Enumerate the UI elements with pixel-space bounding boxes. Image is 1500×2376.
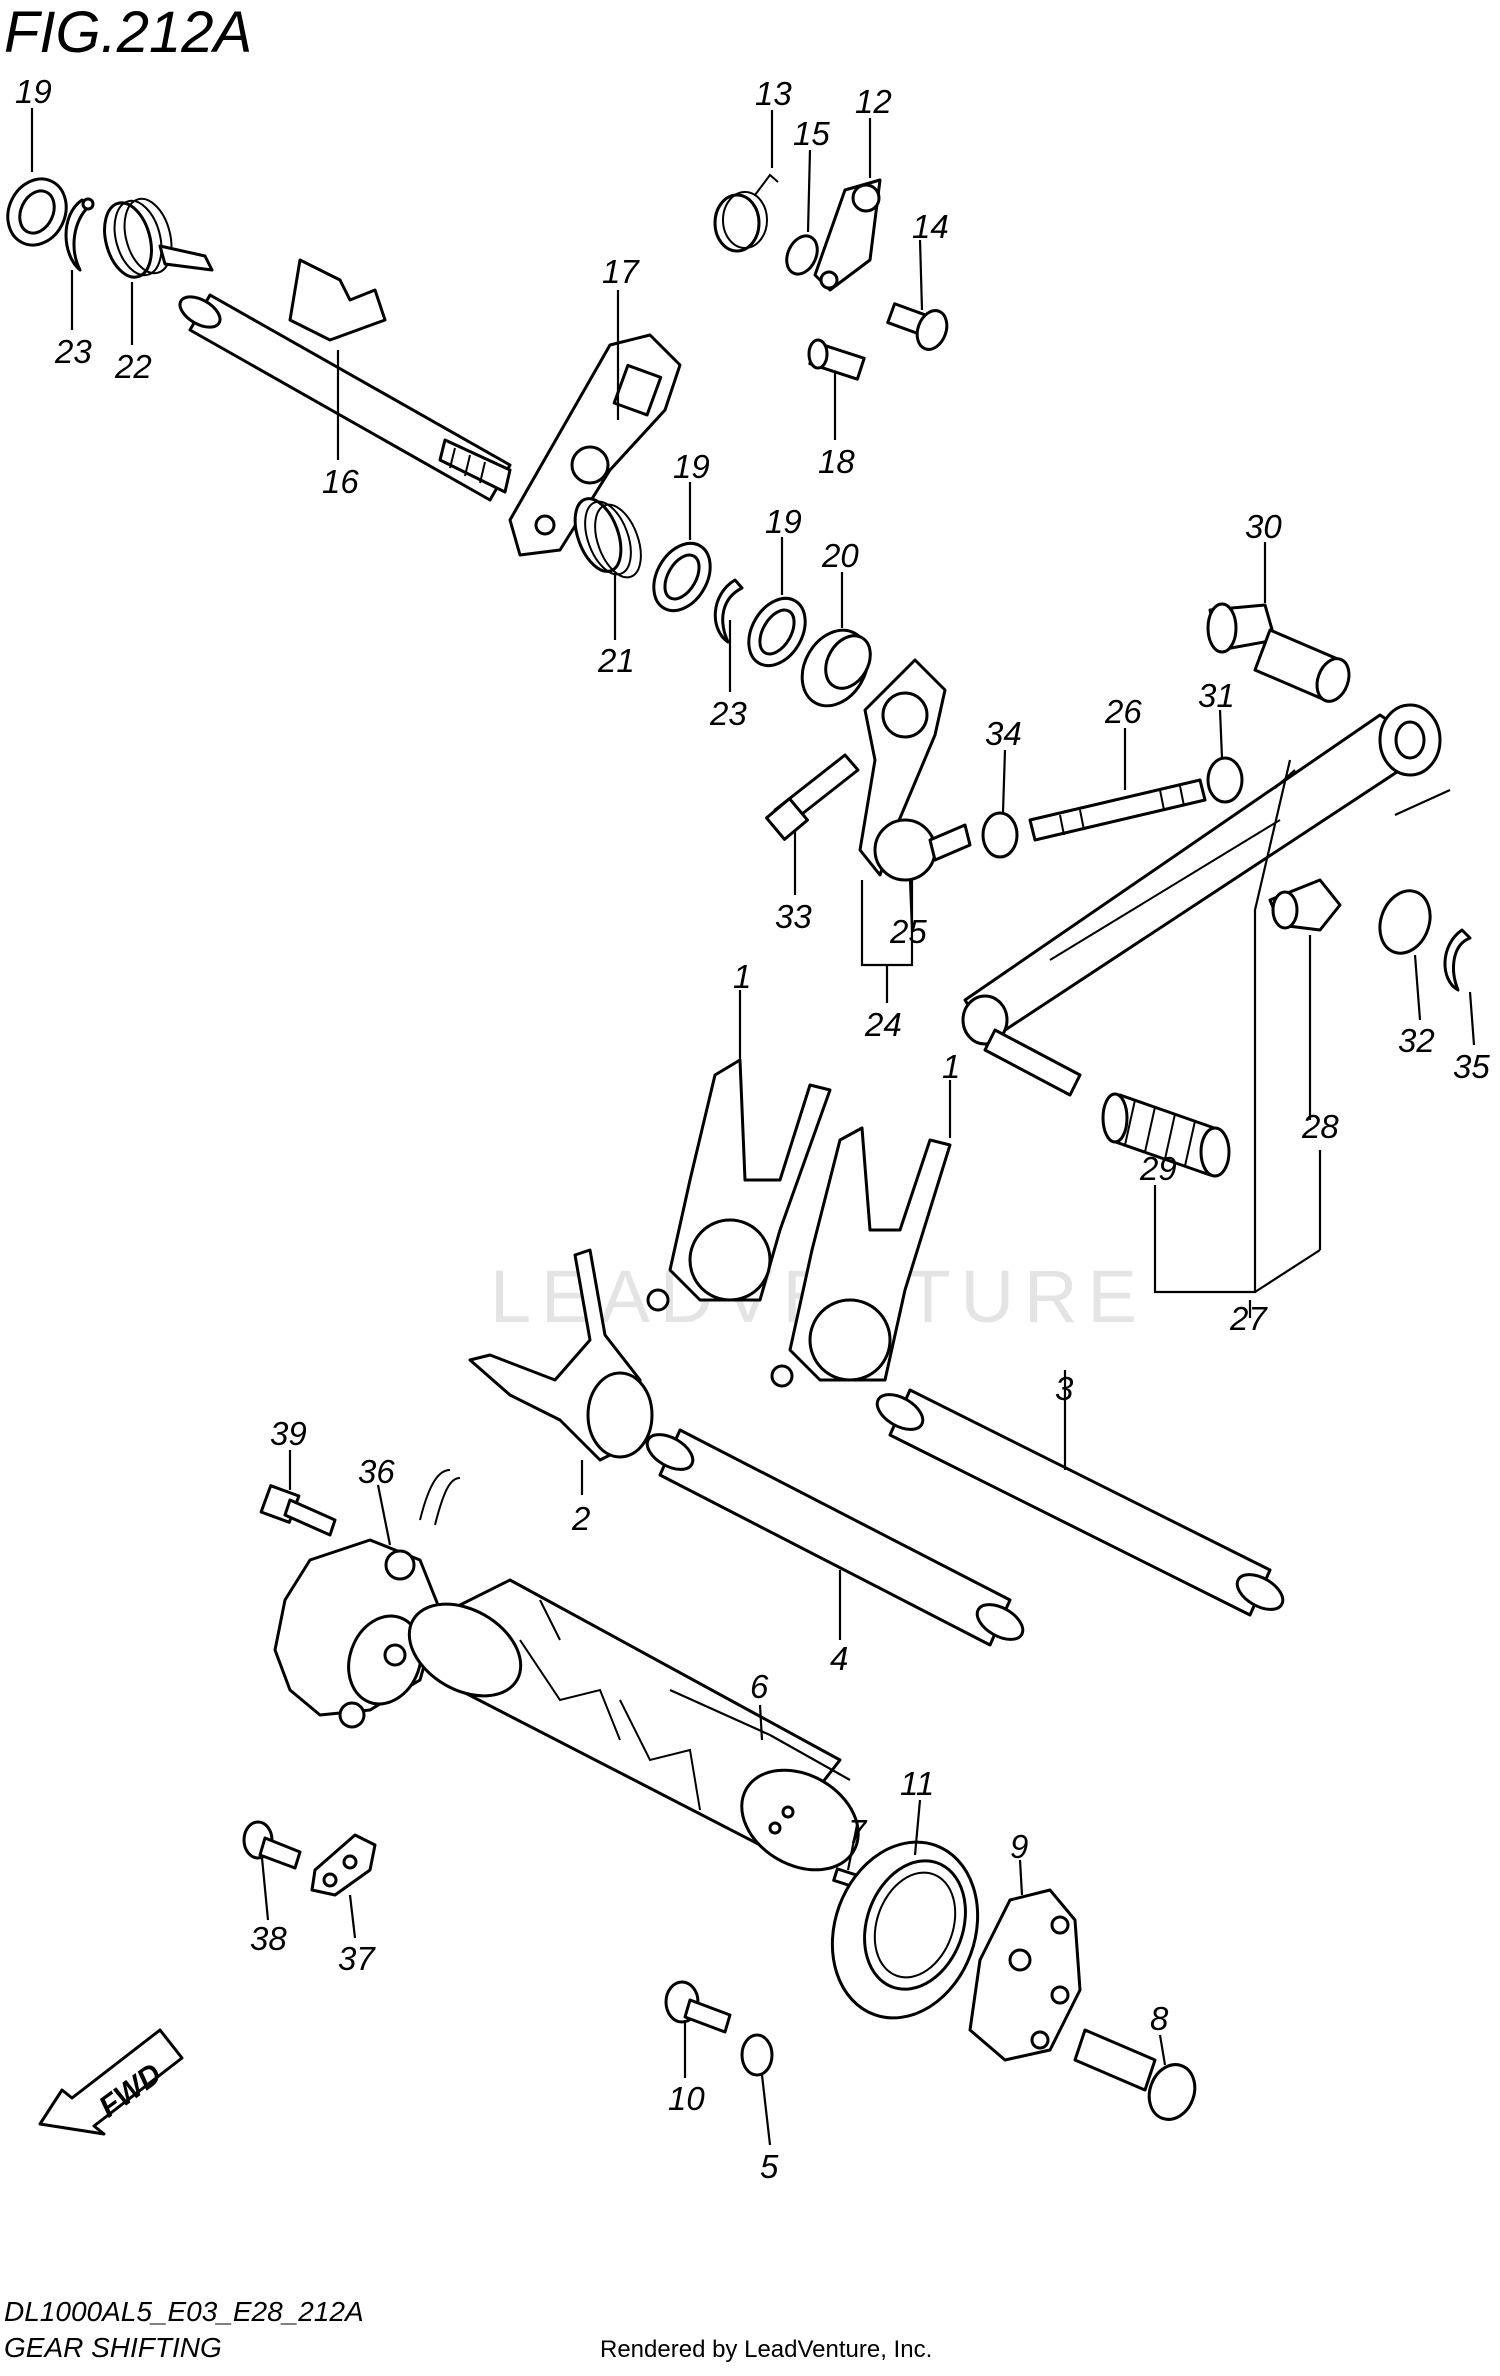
callout-label: 1: [942, 1048, 960, 1085]
callout-label: 1: [733, 958, 751, 995]
figure-title: FIG.212A: [4, 0, 252, 65]
fork-shaft-icon: [645, 1428, 1025, 1647]
callout-label: 17: [602, 253, 640, 290]
bolt-icon: [259, 1484, 337, 1537]
callout-label: 28: [1301, 1108, 1339, 1145]
return-spring-icon: [103, 197, 214, 279]
callout-label: 37: [338, 1940, 376, 1977]
tie-rod-icon: [1028, 778, 1207, 842]
callout-label: 13: [755, 75, 792, 112]
fork-shaft-icon: [875, 1388, 1285, 1617]
callout-label: 31: [1198, 677, 1235, 714]
bolt-icon: [886, 302, 949, 351]
bolt-icon: [242, 1820, 302, 1870]
spring-icon: [573, 497, 642, 579]
gearshift-cam-icon: [407, 1578, 860, 1872]
callout-label: 19: [15, 73, 52, 110]
small-washer-icon: [785, 234, 819, 276]
leader-lines: [30, 108, 1476, 2146]
circlip-icon: [713, 578, 744, 644]
bolt-icon: [664, 1980, 732, 2034]
callout-label: 14: [912, 208, 949, 245]
callout-label: 34: [985, 715, 1022, 752]
washer-icon: [6, 177, 68, 247]
callout-label: 29: [1139, 1150, 1177, 1187]
circlip-icon: [1443, 928, 1472, 992]
cam-stopper-bolt-icon: [1073, 2028, 1197, 2121]
callout-label: 18: [818, 443, 855, 480]
cam-stopper-plate-icon: [968, 1888, 1082, 2062]
callout-label: 23: [54, 333, 92, 370]
washer-icon: [747, 596, 807, 668]
torsion-spring-icon: [713, 173, 779, 253]
model-code: DL1000AL5_E03_E28_212A: [4, 2296, 364, 2327]
forward-arrow-icon: FWD: [38, 2028, 184, 2136]
washer-icon: [740, 2033, 774, 2077]
callout-label: 8: [1150, 2000, 1169, 2037]
oil-seal-icon: [800, 628, 872, 708]
callout-label: 20: [821, 537, 859, 574]
callout-label: 36: [358, 1453, 395, 1490]
gearshift-shaft-icon: [178, 258, 512, 502]
shift-fork-icon: [468, 1248, 654, 1462]
callout-label: 38: [250, 1920, 287, 1957]
callout-label: 16: [322, 463, 359, 500]
callout-label: 35: [1453, 1048, 1490, 1085]
shift-fork-icon: [770, 1126, 952, 1388]
gearshift-lever-icon: [961, 703, 1442, 1097]
lever-rubber-icon: [1101, 1092, 1231, 1178]
callout-label: 2: [571, 1500, 590, 1537]
gearshift-arm-icon: [508, 333, 682, 557]
callout-label: 6: [750, 1668, 769, 1705]
callout-label: 33: [775, 898, 812, 935]
callout-labels: 1 1 2 3 4 5 6 7 8 9 10 11 12 13 14 15 16…: [15, 73, 1490, 2185]
lever-pin-icon: [1268, 878, 1342, 932]
callout-label: 3: [1055, 1370, 1074, 1407]
callout-label: 5: [760, 2148, 779, 2185]
callout-label: 32: [1398, 1022, 1435, 1059]
callout-label: 11: [900, 1765, 934, 1802]
link-rod-icon: [813, 178, 882, 292]
callout-label: 15: [793, 115, 830, 152]
bolt-icon: [765, 753, 860, 841]
callout-label: 22: [114, 348, 152, 385]
callout-label: 23: [709, 695, 747, 732]
callout-label: 21: [597, 642, 635, 679]
bearing-icon: [830, 1840, 980, 2020]
callout-label: 25: [889, 913, 927, 950]
callout-label: 7: [848, 1813, 868, 1850]
render-credit: Rendered by LeadVenture, Inc.: [600, 2336, 932, 2363]
nut-icon: [1206, 756, 1244, 804]
gearshift-cam-lever-icon: [858, 658, 972, 882]
wire-clamp-icon: [310, 1833, 377, 1897]
callout-label: 26: [1104, 693, 1142, 730]
callout-label: 27: [1229, 1300, 1268, 1337]
callout-label: 24: [864, 1006, 902, 1043]
shift-fork-icon: [646, 1058, 832, 1312]
callout-label: 19: [673, 448, 710, 485]
callout-label: 39: [270, 1415, 307, 1452]
callout-label: 12: [855, 83, 892, 120]
washer-icon: [652, 541, 712, 613]
nut-icon: [981, 811, 1019, 859]
washer-icon: [1378, 889, 1432, 955]
callout-label: 19: [765, 503, 802, 540]
gear-position-sensor-icon: [273, 1469, 461, 1729]
callout-label: 9: [1010, 1828, 1028, 1865]
callout-label: 10: [668, 2080, 705, 2117]
figure-caption: GEAR SHIFTING: [4, 2332, 222, 2363]
callout-label: 4: [830, 1640, 848, 1677]
pivot-bolt-icon: [1206, 602, 1351, 703]
stud-bolt-icon: [807, 338, 866, 381]
circlip-icon: [64, 197, 95, 272]
callout-label: 30: [1245, 508, 1282, 545]
